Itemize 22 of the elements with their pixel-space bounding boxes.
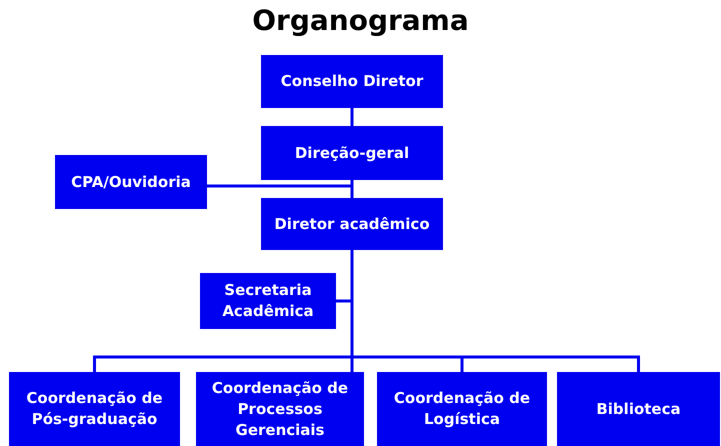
- unit-name: Conselho Diretor: [280, 71, 424, 92]
- unit-name: Secretaria Acadêmica: [221, 280, 315, 322]
- org-unit-box: [261, 126, 443, 180]
- connector-line: [350, 250, 640, 372]
- org-unit-box: [55, 155, 207, 209]
- diagram-title: Organograma: [251, 4, 470, 37]
- org-unit-box: [9, 372, 180, 446]
- org-unit-box: [261, 55, 443, 108]
- unit-name: Diretor acadêmico: [274, 214, 430, 234]
- org-unit-box: [557, 372, 720, 446]
- unit-name: CPA/Ouvidoria: [71, 172, 191, 192]
- org-unit-box: [196, 372, 364, 446]
- unit-name: Coordenação de Processos Gerenciais: [210, 378, 350, 440]
- connector-line: [350, 108, 354, 126]
- connector-line: [207, 180, 354, 188]
- org-unit-box: [377, 372, 547, 446]
- unit-name: Biblioteca: [596, 398, 681, 420]
- unit-name: Direção-geral: [294, 142, 410, 164]
- org-unit-box: [200, 273, 336, 329]
- unit-name: Coordenação de Logística: [392, 388, 532, 430]
- org-unit-box: [261, 198, 443, 250]
- unit-name: Coordenação de Pós-graduação: [25, 388, 164, 430]
